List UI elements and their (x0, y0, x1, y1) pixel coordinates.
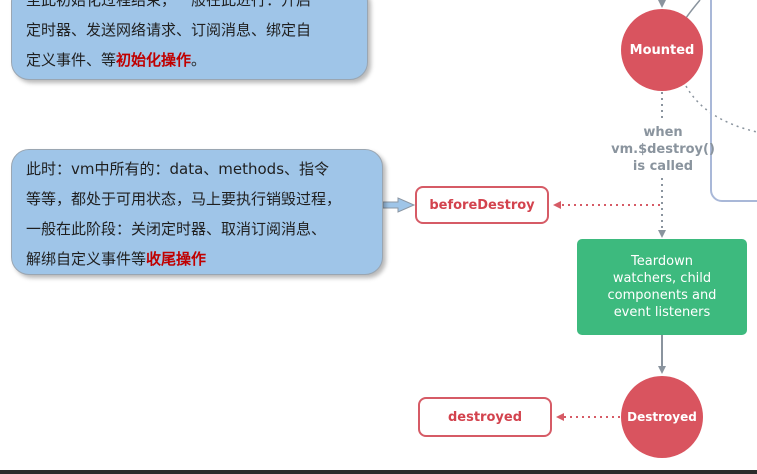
connector-curve-right (685, 85, 757, 133)
destroy-condition: when vm.$destroy() is called (603, 124, 723, 175)
note-before-destroy: 此时：vm中所有的：data、methods、指令 等等，都处于可用状态，马上要… (11, 149, 383, 275)
state-destroyed: Destroyed (621, 376, 703, 458)
state-mounted: Mounted (621, 9, 703, 91)
note-line: 此时：vm中所有的：data、methods、指令 (26, 160, 330, 178)
hook-before-destroy: beforeDestroy (415, 186, 549, 224)
condition-line: when (643, 125, 683, 140)
highlight-init-ops: 初始化操作 (116, 51, 192, 69)
note-line: 定义事件、等初始化操作。 (26, 51, 207, 69)
right-frame (710, 0, 757, 202)
note-line: 解绑自定义事件等收尾操作 (26, 250, 207, 268)
teardown-line: watchers, child (612, 271, 712, 286)
note-mounted: 至此初始化过程结束，一般在此进行：开启 定时器、发送网络请求、订阅消息、绑定自 … (11, 0, 368, 80)
note-line: 等等，都处于可用状态，马上要执行销毁过程， (26, 190, 342, 208)
note-line: 至此初始化过程结束，一般在此进行：开启 (26, 0, 312, 9)
bottom-divider (0, 470, 757, 474)
teardown-line: Teardown (631, 254, 693, 269)
note-line: 定时器、发送网络请求、订阅消息、绑定自 (26, 21, 312, 39)
callout-pointer (382, 197, 416, 213)
connector-curve-top (685, 0, 701, 19)
condition-line: vm.$destroy() (611, 142, 715, 157)
hook-destroyed: destroyed (418, 397, 552, 437)
teardown-line: components and (607, 288, 717, 303)
condition-line: is called (632, 159, 694, 174)
teardown-step: Teardown watchers, child components and … (577, 239, 747, 335)
note-line: 一般在此阶段：关闭定时器、取消订阅消息、 (26, 220, 327, 238)
highlight-cleanup-ops: 收尾操作 (146, 250, 207, 268)
teardown-line: event listeners (613, 305, 711, 320)
